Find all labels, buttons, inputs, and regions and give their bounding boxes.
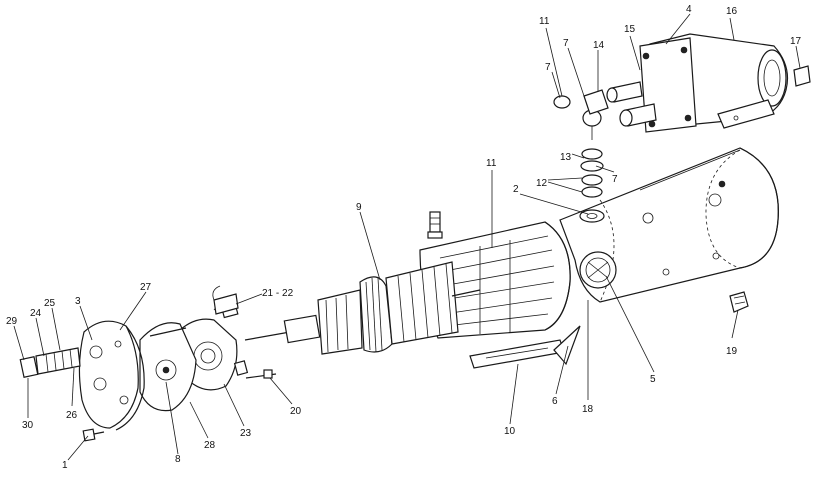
terminal-window xyxy=(579,251,617,289)
callout-1: 1 xyxy=(62,460,68,471)
callout-27: 27 xyxy=(140,282,152,293)
callout-7c: 7 xyxy=(612,174,618,185)
callout-24: 24 xyxy=(30,308,42,319)
brush-set xyxy=(212,285,239,315)
leader-lines xyxy=(13,13,801,461)
callout-6: 6 xyxy=(552,396,558,407)
washer-stack xyxy=(579,148,605,223)
callout-16: 16 xyxy=(726,6,738,17)
callout-8: 8 xyxy=(175,454,181,465)
callout-3: 3 xyxy=(75,296,81,307)
callout-labels: 1 2 3 4 5 6 7 7 7 8 9 10 11 11 12 13 14 … xyxy=(6,4,802,471)
callout-23: 23 xyxy=(240,428,252,439)
callout-26: 26 xyxy=(66,410,78,421)
plug-screw xyxy=(729,291,749,313)
callout-14: 14 xyxy=(593,40,605,51)
callout-7a: 7 xyxy=(545,62,551,73)
callout-17: 17 xyxy=(790,36,802,47)
gasket-end-plate xyxy=(139,322,197,412)
callout-4: 4 xyxy=(686,4,692,15)
armature xyxy=(244,261,481,355)
callout-10: 10 xyxy=(504,426,516,437)
callout-13: 13 xyxy=(560,152,572,163)
adjusting-screw xyxy=(19,347,81,378)
callout-7b: 7 xyxy=(563,38,569,49)
mounting-screw xyxy=(82,428,105,442)
callout-20: 20 xyxy=(290,406,302,417)
callout-25: 25 xyxy=(44,298,56,309)
callout-12: 12 xyxy=(536,178,548,189)
callout-21-22: 21 - 22 xyxy=(262,288,294,299)
callout-15: 15 xyxy=(624,24,636,35)
callout-28: 28 xyxy=(204,440,216,451)
callout-11b: 11 xyxy=(486,158,497,169)
commutator-end-head xyxy=(78,320,145,431)
insulator-strip xyxy=(469,339,565,369)
pole-shoe-wedge xyxy=(553,325,581,366)
through-bolt xyxy=(245,369,277,379)
solenoid-nut xyxy=(793,65,811,87)
callout-29: 29 xyxy=(6,316,18,327)
callout-9: 9 xyxy=(356,202,362,213)
terminal-link xyxy=(553,89,609,140)
solenoid-switch xyxy=(606,33,789,133)
callout-2: 2 xyxy=(513,184,519,195)
callout-19: 19 xyxy=(726,346,738,357)
callout-18: 18 xyxy=(582,404,594,415)
pole-screw xyxy=(427,211,443,239)
callout-30: 30 xyxy=(22,420,34,431)
callout-11a: 11 xyxy=(539,16,550,27)
callout-5: 5 xyxy=(650,374,656,385)
